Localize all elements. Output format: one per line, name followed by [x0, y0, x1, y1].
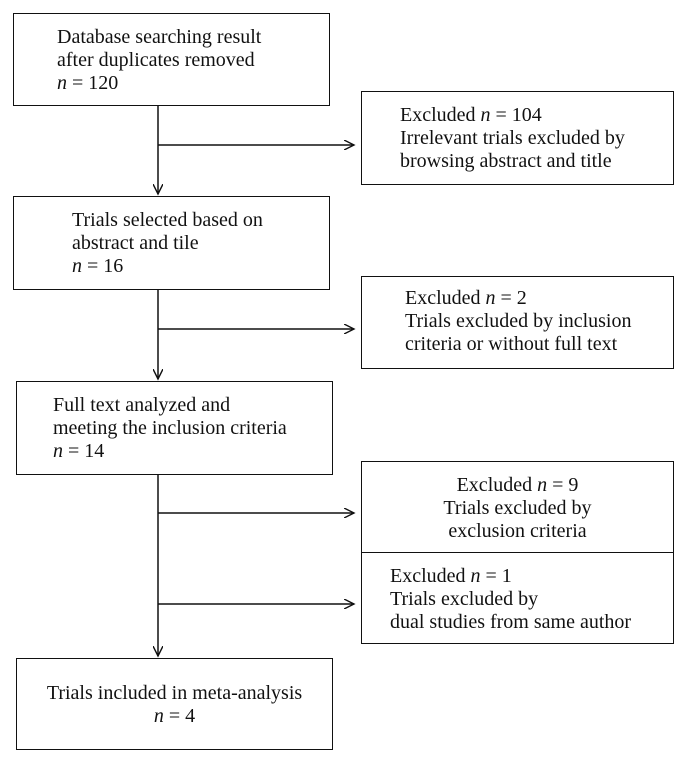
- exclusion-1-n-label: n: [480, 104, 491, 126]
- database-search-count: n = 120: [57, 72, 329, 95]
- database-search-box: Database searching result after duplicat…: [13, 13, 330, 106]
- meta-analysis-box: Trials included in meta-analysis n = 4: [16, 658, 333, 750]
- exclusion-3-reason-line-1: Trials excluded by: [443, 497, 592, 519]
- exclusion-4-title: Excluded n = 1: [390, 565, 673, 588]
- meta-analysis-n-label: n: [153, 705, 164, 727]
- exclusion-2-title-text: Excluded: [405, 287, 486, 309]
- exclusion-4-reason-line-1: Trials excluded by: [390, 588, 539, 610]
- meta-analysis-n-value: = 4: [163, 705, 196, 727]
- exclusion-3-reason-line-2: exclusion criteria: [448, 520, 587, 542]
- database-search-n-label: n: [57, 72, 67, 94]
- exclusion-2-reason-line-1: Trials excluded by inclusion: [405, 310, 632, 332]
- exclusion-3-title-text: Excluded: [456, 474, 538, 496]
- exclusion-box-4: Excluded n = 1 Trials excluded by dual s…: [361, 552, 674, 644]
- exclusion-1-reason-line-1: Irrelevant trials excluded by: [400, 127, 625, 149]
- exclusion-1-reason-line-2: browsing abstract and title: [400, 150, 612, 172]
- full-text-analyzed-box: Full text analyzed and meeting the inclu…: [16, 381, 333, 475]
- trials-selected-line-2: abstract and tile: [72, 232, 199, 254]
- meta-analysis-line-1: Trials included in meta-analysis: [46, 682, 303, 704]
- exclusion-1-title: Excluded n = 104: [400, 104, 673, 127]
- exclusion-box-1: Excluded n = 104 Irrelevant trials exclu…: [361, 91, 674, 185]
- trials-selected-count: n = 16: [72, 255, 329, 278]
- full-text-line-2: meeting the inclusion criteria: [53, 417, 287, 439]
- trials-selected-n-label: n: [72, 255, 82, 277]
- exclusion-4-n-value: = 1: [480, 565, 512, 587]
- trials-selected-box: Trials selected based on abstract and ti…: [13, 196, 330, 290]
- exclusion-1-n-value: = 104: [490, 104, 542, 126]
- exclusion-4-title-text: Excluded: [390, 565, 471, 587]
- exclusion-2-n-label: n: [485, 287, 496, 309]
- exclusion-2-title: Excluded n = 2: [405, 287, 673, 310]
- full-text-line-1: Full text analyzed and: [53, 394, 231, 416]
- exclusion-1-title-text: Excluded: [400, 104, 481, 126]
- database-search-line-2: after duplicates removed: [57, 49, 255, 71]
- full-text-n-label: n: [53, 440, 63, 462]
- full-text-count: n = 14: [53, 440, 332, 463]
- exclusion-box-3: Excluded n = 9 Trials excluded by exclus…: [361, 461, 674, 553]
- meta-analysis-count: n = 4: [17, 705, 332, 728]
- database-search-line-1: Database searching result: [57, 26, 262, 48]
- exclusion-2-n-value: = 2: [495, 287, 527, 309]
- exclusion-4-n-label: n: [470, 565, 481, 587]
- trials-selected-line-1: Trials selected based on: [72, 209, 263, 231]
- exclusion-4-reason-line-2: dual studies from same author: [390, 611, 632, 633]
- exclusion-3-n-label: n: [537, 474, 548, 496]
- exclusion-3-title: Excluded n = 9: [362, 474, 673, 497]
- exclusion-box-2: Excluded n = 2 Trials excluded by inclus…: [361, 276, 674, 369]
- full-text-n-value: = 14: [63, 440, 105, 462]
- exclusion-2-reason-line-2: criteria or without full text: [405, 333, 618, 355]
- trials-selected-n-value: = 16: [82, 255, 124, 277]
- exclusion-3-n-value: = 9: [547, 474, 579, 496]
- database-search-n-value: = 120: [67, 72, 119, 94]
